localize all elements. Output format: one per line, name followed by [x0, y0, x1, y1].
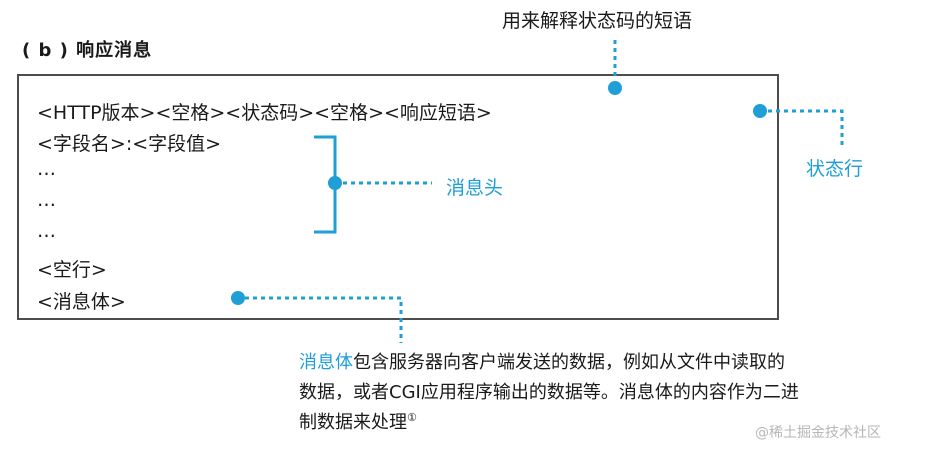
body-dot — [231, 291, 245, 305]
headers-dot — [328, 176, 342, 190]
note-line-1-rest: 包含服务器向客户端发送的数据，例如从文件中读取的 — [353, 352, 785, 373]
status-line-dot — [753, 104, 767, 118]
watermark: @稀土掘金技术社区 — [755, 425, 881, 441]
status-phrase-label: 用来解释状态码的短语 — [502, 10, 693, 32]
note-line-3: 制数据来处理① — [299, 408, 919, 438]
status-line-label: 状态行 — [806, 158, 864, 180]
header-ellipsis-2: … — [37, 189, 56, 211]
footnote-mark: ① — [407, 411, 417, 424]
section-title: ( b ) 响应消息 — [22, 40, 153, 61]
status-line-connector — [768, 109, 844, 145]
header-field-text: <字段名>:<字段值> — [37, 133, 222, 155]
header-ellipsis-3: … — [37, 220, 56, 242]
message-body-text: <消息体> — [37, 291, 126, 313]
headers-label: 消息头 — [446, 177, 504, 199]
note-line-3-text: 制数据来处理 — [299, 412, 407, 433]
response-message-frame — [17, 74, 779, 320]
note-line-2: 数据，或者CGI应用程序输出的数据等。消息体的内容作为二进 — [299, 382, 799, 403]
blank-line-text: <空行> — [37, 259, 107, 281]
status-line-text: <HTTP版本><空格><状态码><空格><响应短语> — [37, 102, 492, 124]
header-ellipsis-1: … — [37, 158, 56, 180]
status-phrase-dot — [608, 81, 622, 95]
note-highlight: 消息体 — [299, 352, 353, 373]
message-body-note: 消息体包含服务器向客户端发送的数据，例如从文件中读取的 数据，或者CGI应用程序… — [299, 348, 919, 438]
body-connector — [245, 296, 403, 343]
note-line-1: 消息体包含服务器向客户端发送的数据，例如从文件中读取的 — [299, 348, 919, 378]
